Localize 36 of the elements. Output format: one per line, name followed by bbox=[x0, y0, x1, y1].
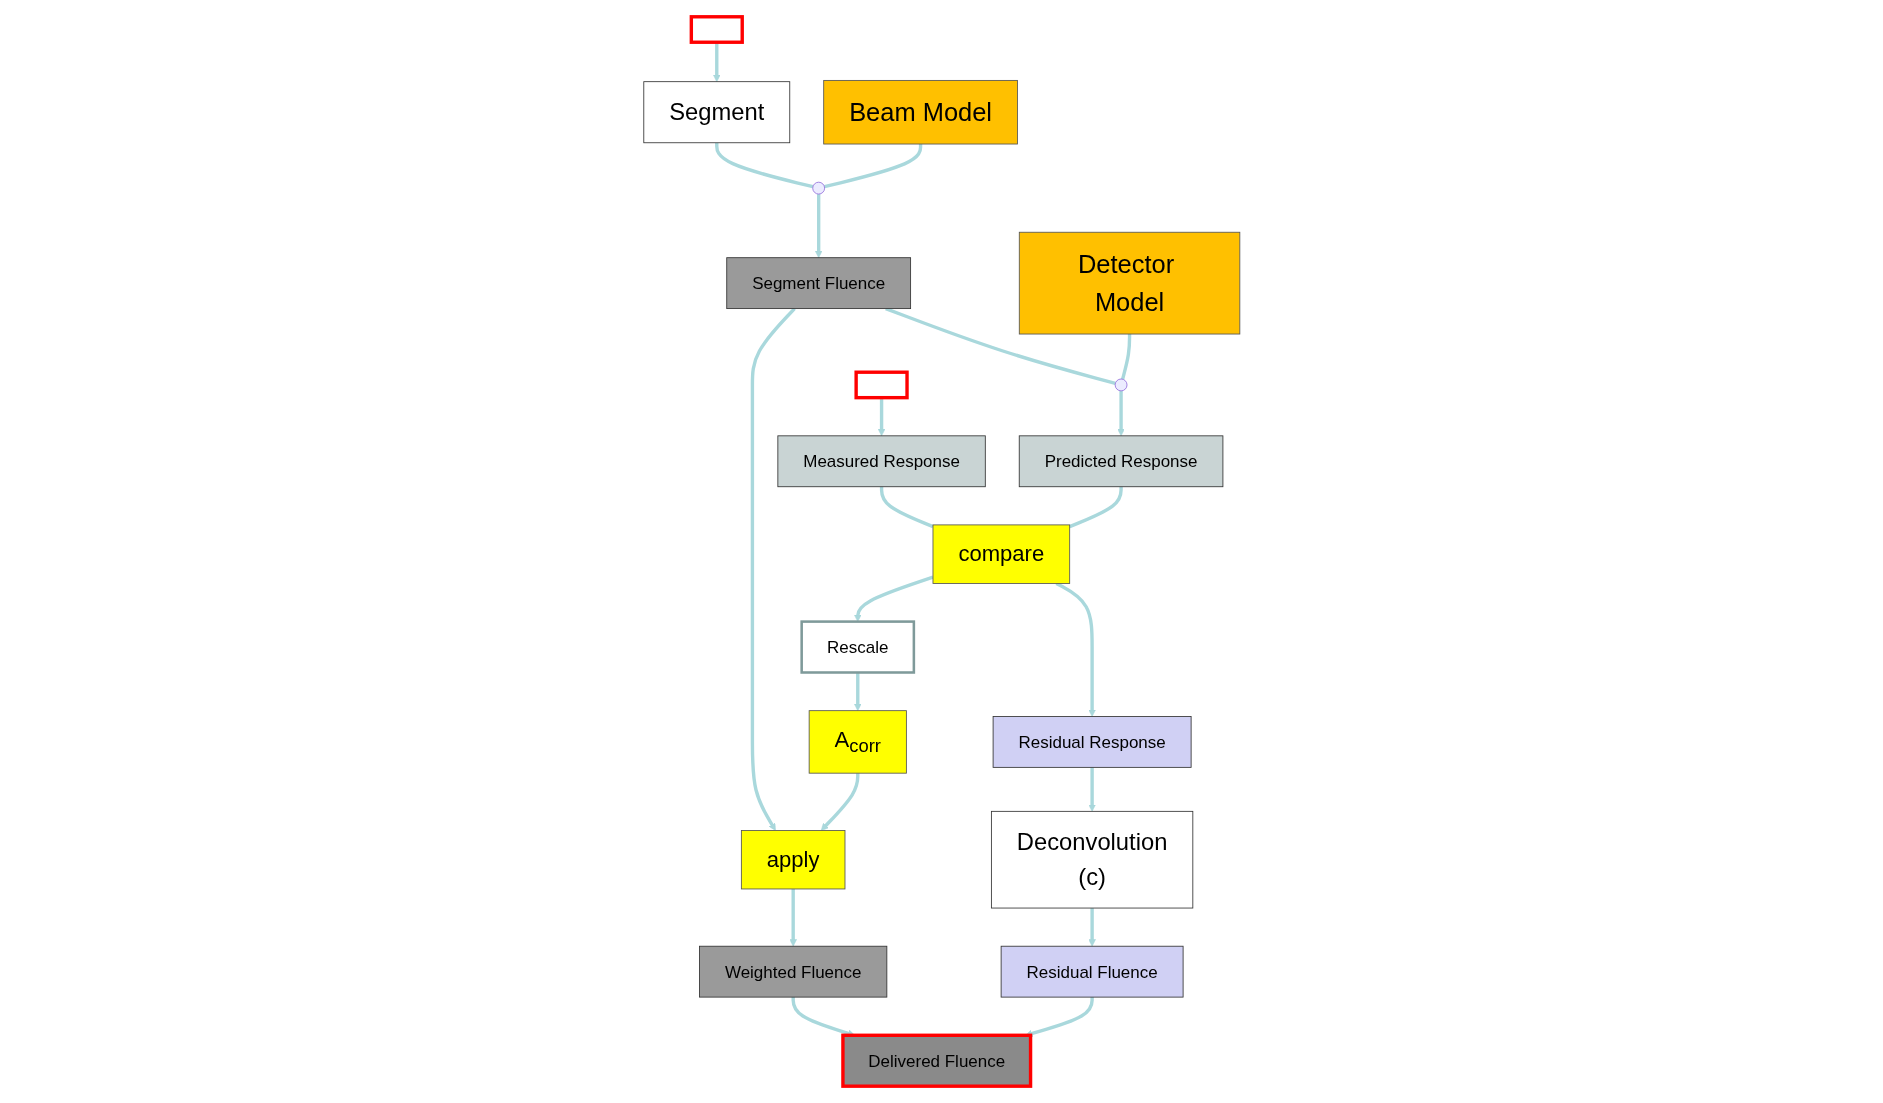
node-box: Residual Response bbox=[992, 716, 1192, 768]
arrow bbox=[1117, 390, 1125, 437]
arrow bbox=[877, 397, 885, 437]
node-box: A$_{corr}$ bbox=[808, 710, 907, 774]
arrow bbox=[750, 307, 796, 831]
node-box: Measured Response bbox=[777, 435, 986, 488]
node-circle bbox=[812, 181, 825, 195]
arrow bbox=[1088, 767, 1096, 812]
node-box bbox=[689, 15, 744, 44]
connector bbox=[823, 144, 922, 189]
node-box: apply bbox=[740, 830, 846, 890]
connector bbox=[714, 142, 813, 189]
node-box: compare bbox=[932, 524, 1070, 584]
connector bbox=[884, 307, 1116, 386]
arrow bbox=[853, 575, 934, 622]
arrow bbox=[820, 773, 860, 831]
node-box: Predicted Response bbox=[1018, 435, 1224, 488]
node-box: Detector Model bbox=[1018, 231, 1240, 335]
node-box: Weighted Fluence bbox=[698, 945, 887, 998]
node-box: Segment Fluence bbox=[726, 257, 911, 310]
node-box: Deconvolution (c) bbox=[990, 810, 1193, 909]
connector bbox=[1068, 486, 1123, 529]
node-box: Segment bbox=[643, 81, 790, 144]
connector bbox=[879, 486, 934, 529]
node-box: Rescale bbox=[800, 620, 915, 674]
node-box bbox=[854, 370, 909, 400]
arrow bbox=[853, 672, 862, 711]
node-box: Delivered Fluence bbox=[840, 1033, 1032, 1088]
connector bbox=[1120, 334, 1131, 380]
arrow bbox=[1088, 908, 1096, 947]
arrow bbox=[814, 194, 823, 259]
node-circle bbox=[1114, 378, 1128, 392]
node-box: Beam Model bbox=[822, 80, 1018, 145]
arrow bbox=[789, 889, 797, 947]
node-box: Residual Fluence bbox=[1000, 945, 1184, 998]
arrow bbox=[712, 42, 721, 83]
